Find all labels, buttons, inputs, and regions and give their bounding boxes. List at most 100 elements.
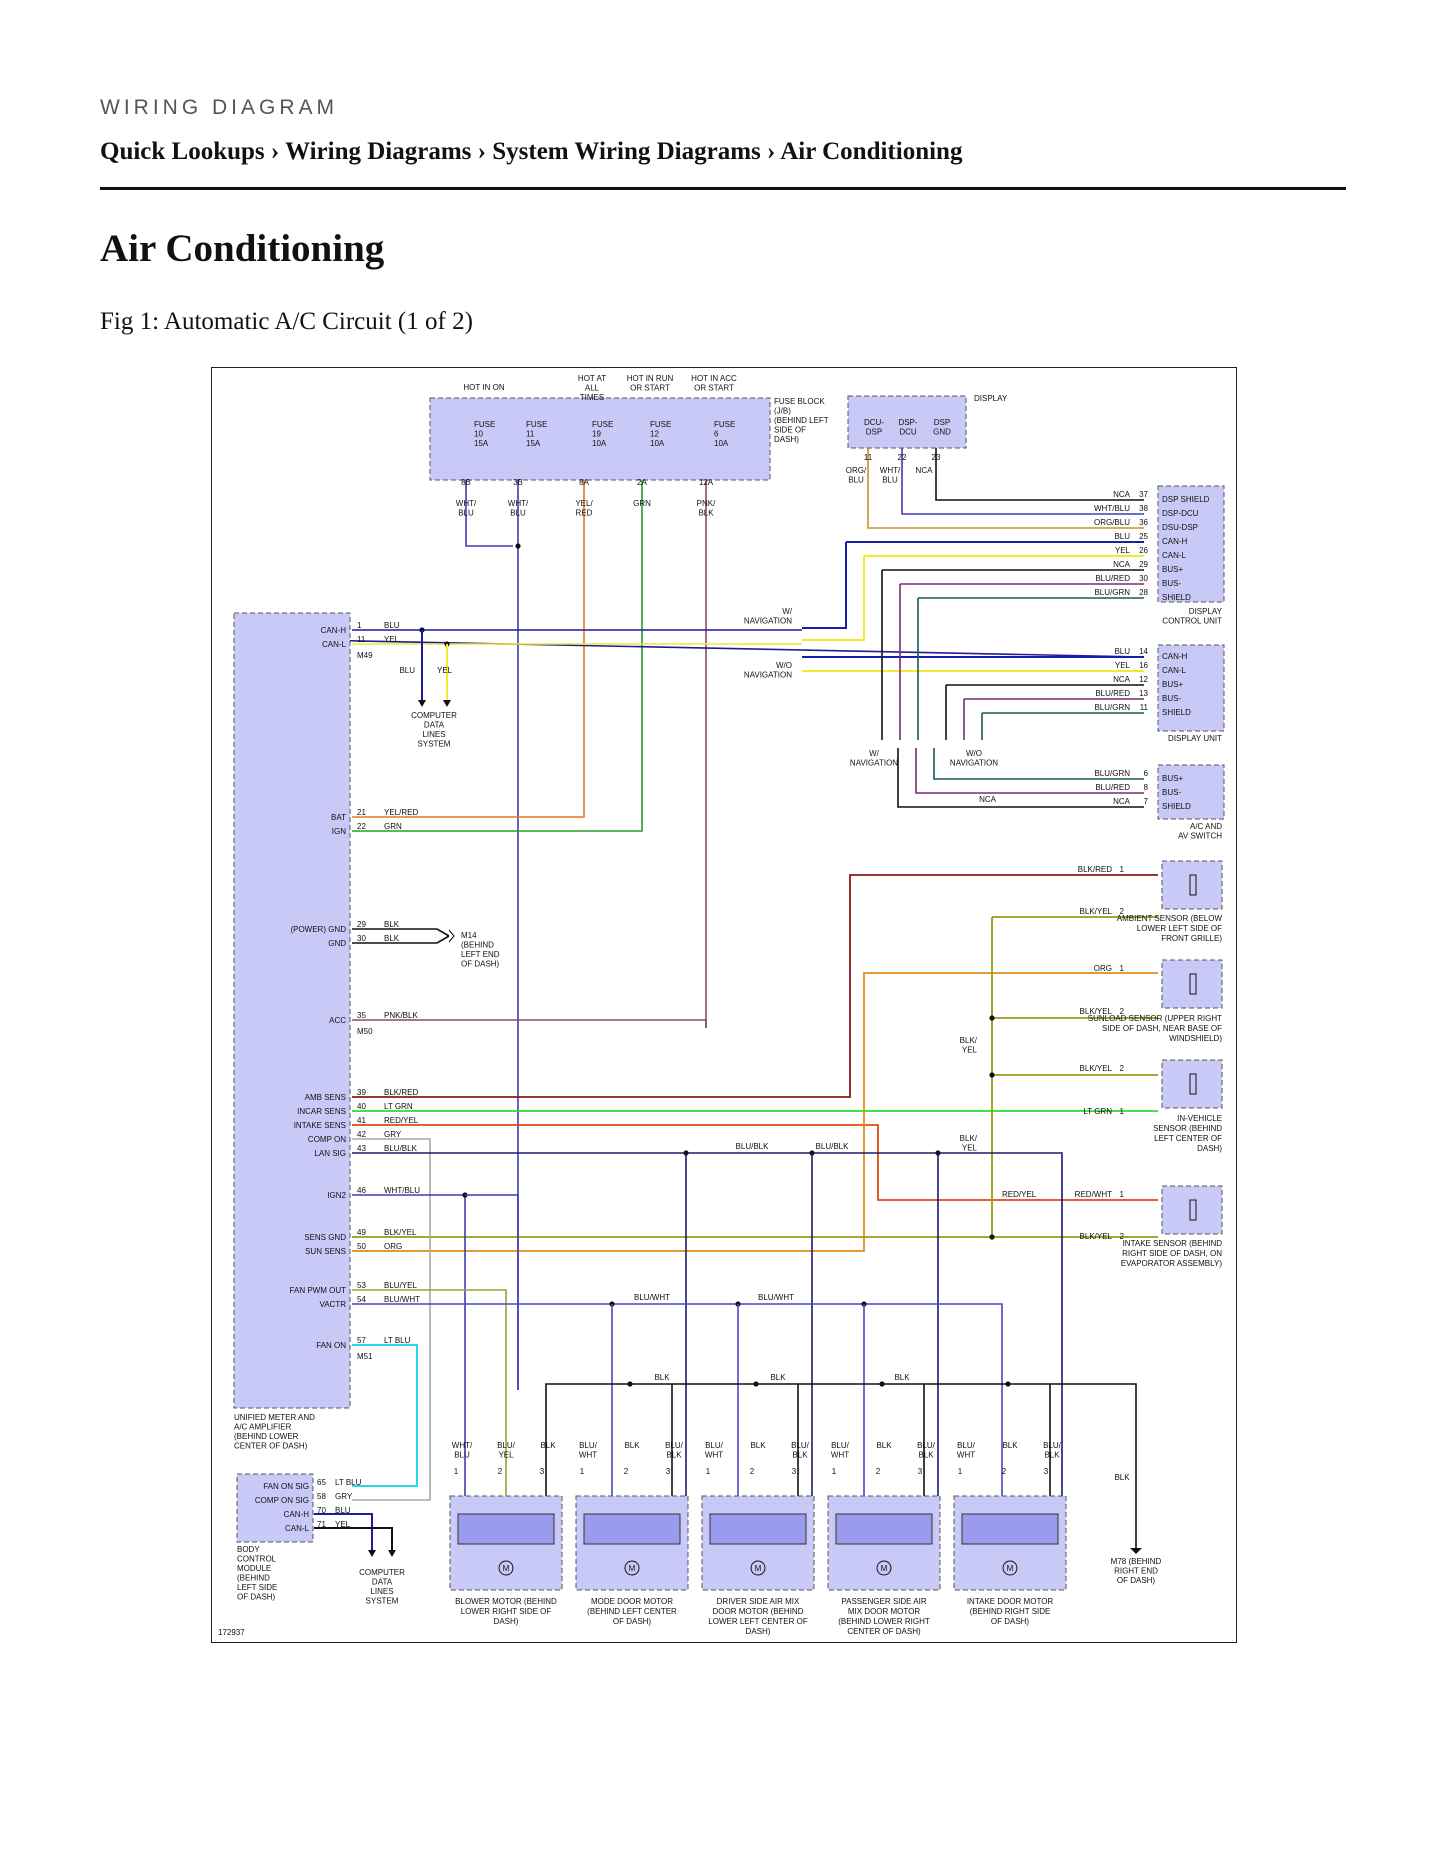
motor-wire-label: WHT/BLU (452, 1441, 473, 1460)
amp-pin-name: IGN (332, 827, 346, 836)
fuse-wire-label: GRN (633, 499, 651, 508)
breadcrumb-air-conditioning[interactable]: Air Conditioning (780, 138, 963, 165)
motor-pin-num: 2 (624, 1467, 629, 1476)
amp-wire-label: BLU/BLK (384, 1144, 418, 1153)
bcm-pin-name: FAN ON SIG (263, 1482, 309, 1491)
motor-pin-num: 2 (498, 1467, 503, 1476)
display-pin-num: 23 (932, 453, 941, 462)
breadcrumb-system-wiring-diagrams[interactable]: System Wiring Diagrams (492, 138, 761, 165)
breadcrumb-wiring-diagrams[interactable]: Wiring Diagrams (285, 138, 472, 165)
sunload-pin-1: 1 (1120, 964, 1125, 973)
intake-wire-1: RED/WHT (1075, 1190, 1112, 1199)
wire-dsp-dcu (901, 448, 1144, 515)
fuse-pin: 8A (579, 478, 589, 487)
splice-dot (753, 1381, 759, 1387)
sunload-sensor-element (1189, 973, 1197, 995)
amp-wire-label: BLK (384, 934, 400, 943)
invehicle-pin-1: 1 (1120, 1107, 1125, 1116)
ambient-wire-1: BLK/RED (1078, 865, 1112, 874)
wire-acc (352, 1019, 707, 1028)
data-lines-wire-blu: BLU (399, 666, 415, 675)
du-pin-name: BUS- (1162, 694, 1181, 703)
dcu-pin-num: 36 (1139, 518, 1148, 527)
breadcrumb-quick-lookups[interactable]: Quick Lookups (100, 138, 265, 165)
du-pin-num: 11 (1140, 703, 1149, 712)
amp-pin-num: 46 (357, 1186, 366, 1195)
wire-fuse10 (465, 480, 513, 547)
ambient-wire-2: BLK/YEL (1080, 907, 1113, 916)
motor-pin-num: 1 (706, 1467, 711, 1476)
wire-du-canh (311, 639, 1145, 658)
arrow-icon (418, 700, 426, 707)
fuse-wire-label: WHT/BLU (508, 499, 529, 518)
intake-wire-2: BLK/YEL (1080, 1232, 1113, 1241)
du-wire-label: BLU/RED (1095, 689, 1130, 698)
du-label: DISPLAY UNIT (1168, 734, 1222, 743)
ground-m78-icon (1130, 1548, 1142, 1554)
amp-pin-num: 21 (357, 808, 366, 817)
fuse-pin: 12A (699, 478, 714, 487)
intake-sensor (1161, 1185, 1223, 1235)
amp-pin-num: 49 (357, 1228, 366, 1237)
motor-wire-label: BLU/BLK (1043, 1441, 1062, 1460)
motor-pin-num: 2 (750, 1467, 755, 1476)
splice-dot (462, 1192, 468, 1198)
amp-pin-num: 41 (357, 1116, 366, 1125)
invehicle-wire-1: LT GRN (1083, 1107, 1112, 1116)
motor-symbol: M (629, 1564, 636, 1573)
amp-wire-label: GRN (384, 822, 402, 831)
bcm-wire-label: GRY (335, 1492, 353, 1501)
dcu-wire-label: NCA (1113, 560, 1131, 569)
motor-pin-num: 1 (454, 1467, 459, 1476)
wire-nav-canl (802, 556, 865, 641)
du-pin-num: 14 (1139, 647, 1148, 656)
amp-wire-label: YEL (384, 635, 400, 644)
motor-icon (750, 1560, 766, 1576)
dcu-pin-num: 26 (1139, 546, 1148, 555)
amp-pin-num: 43 (357, 1144, 366, 1153)
display-pin-name: DSP-DCU (898, 418, 917, 437)
amp-pin-name: COMP ON (308, 1135, 346, 1144)
sunload-wire-1: ORG (1094, 964, 1112, 973)
amp-pin-name: CAN-H (321, 626, 347, 635)
amp-pin-name: CAN-L (322, 640, 347, 649)
ambient-pin-1: 1 (1120, 865, 1125, 874)
motor-pin-num: 1 (958, 1467, 963, 1476)
motor-pin-num: 2 (1002, 1467, 1007, 1476)
bcm-pin-num: 71 (317, 1520, 326, 1529)
amp-pin-num: 50 (357, 1242, 366, 1251)
intake-harness-wire: RED/YEL (1002, 1190, 1037, 1199)
sunload-wire-2: BLK/YEL (1080, 1007, 1113, 1016)
ambient-pin-2: 2 (1120, 907, 1125, 916)
dcu-pin-num: 29 (1139, 560, 1148, 569)
nav-with-label: W/NAVIGATION (744, 607, 793, 626)
amp-pin-name: SENS GND (304, 1233, 346, 1242)
motor-wire-label: BLU/WHT (957, 1441, 976, 1460)
motor-wire-label: BLK (876, 1441, 892, 1450)
m78-wire-label: BLK (1114, 1473, 1130, 1482)
motor-wire-label: BLU/YEL (497, 1441, 516, 1460)
av-pin-num: 6 (1144, 769, 1149, 778)
fuse-block (429, 397, 771, 481)
motor-symbol: M (503, 1564, 510, 1573)
splice-blkyel-label-2: BLK/YEL (960, 1134, 978, 1153)
motor-pin-num: 3 (666, 1467, 671, 1476)
amp-pin-num: 40 (357, 1102, 366, 1111)
arrow-icon (388, 1550, 396, 1557)
breadcrumb-separator: › (477, 138, 486, 165)
wire-intake-sens (352, 1124, 1158, 1201)
